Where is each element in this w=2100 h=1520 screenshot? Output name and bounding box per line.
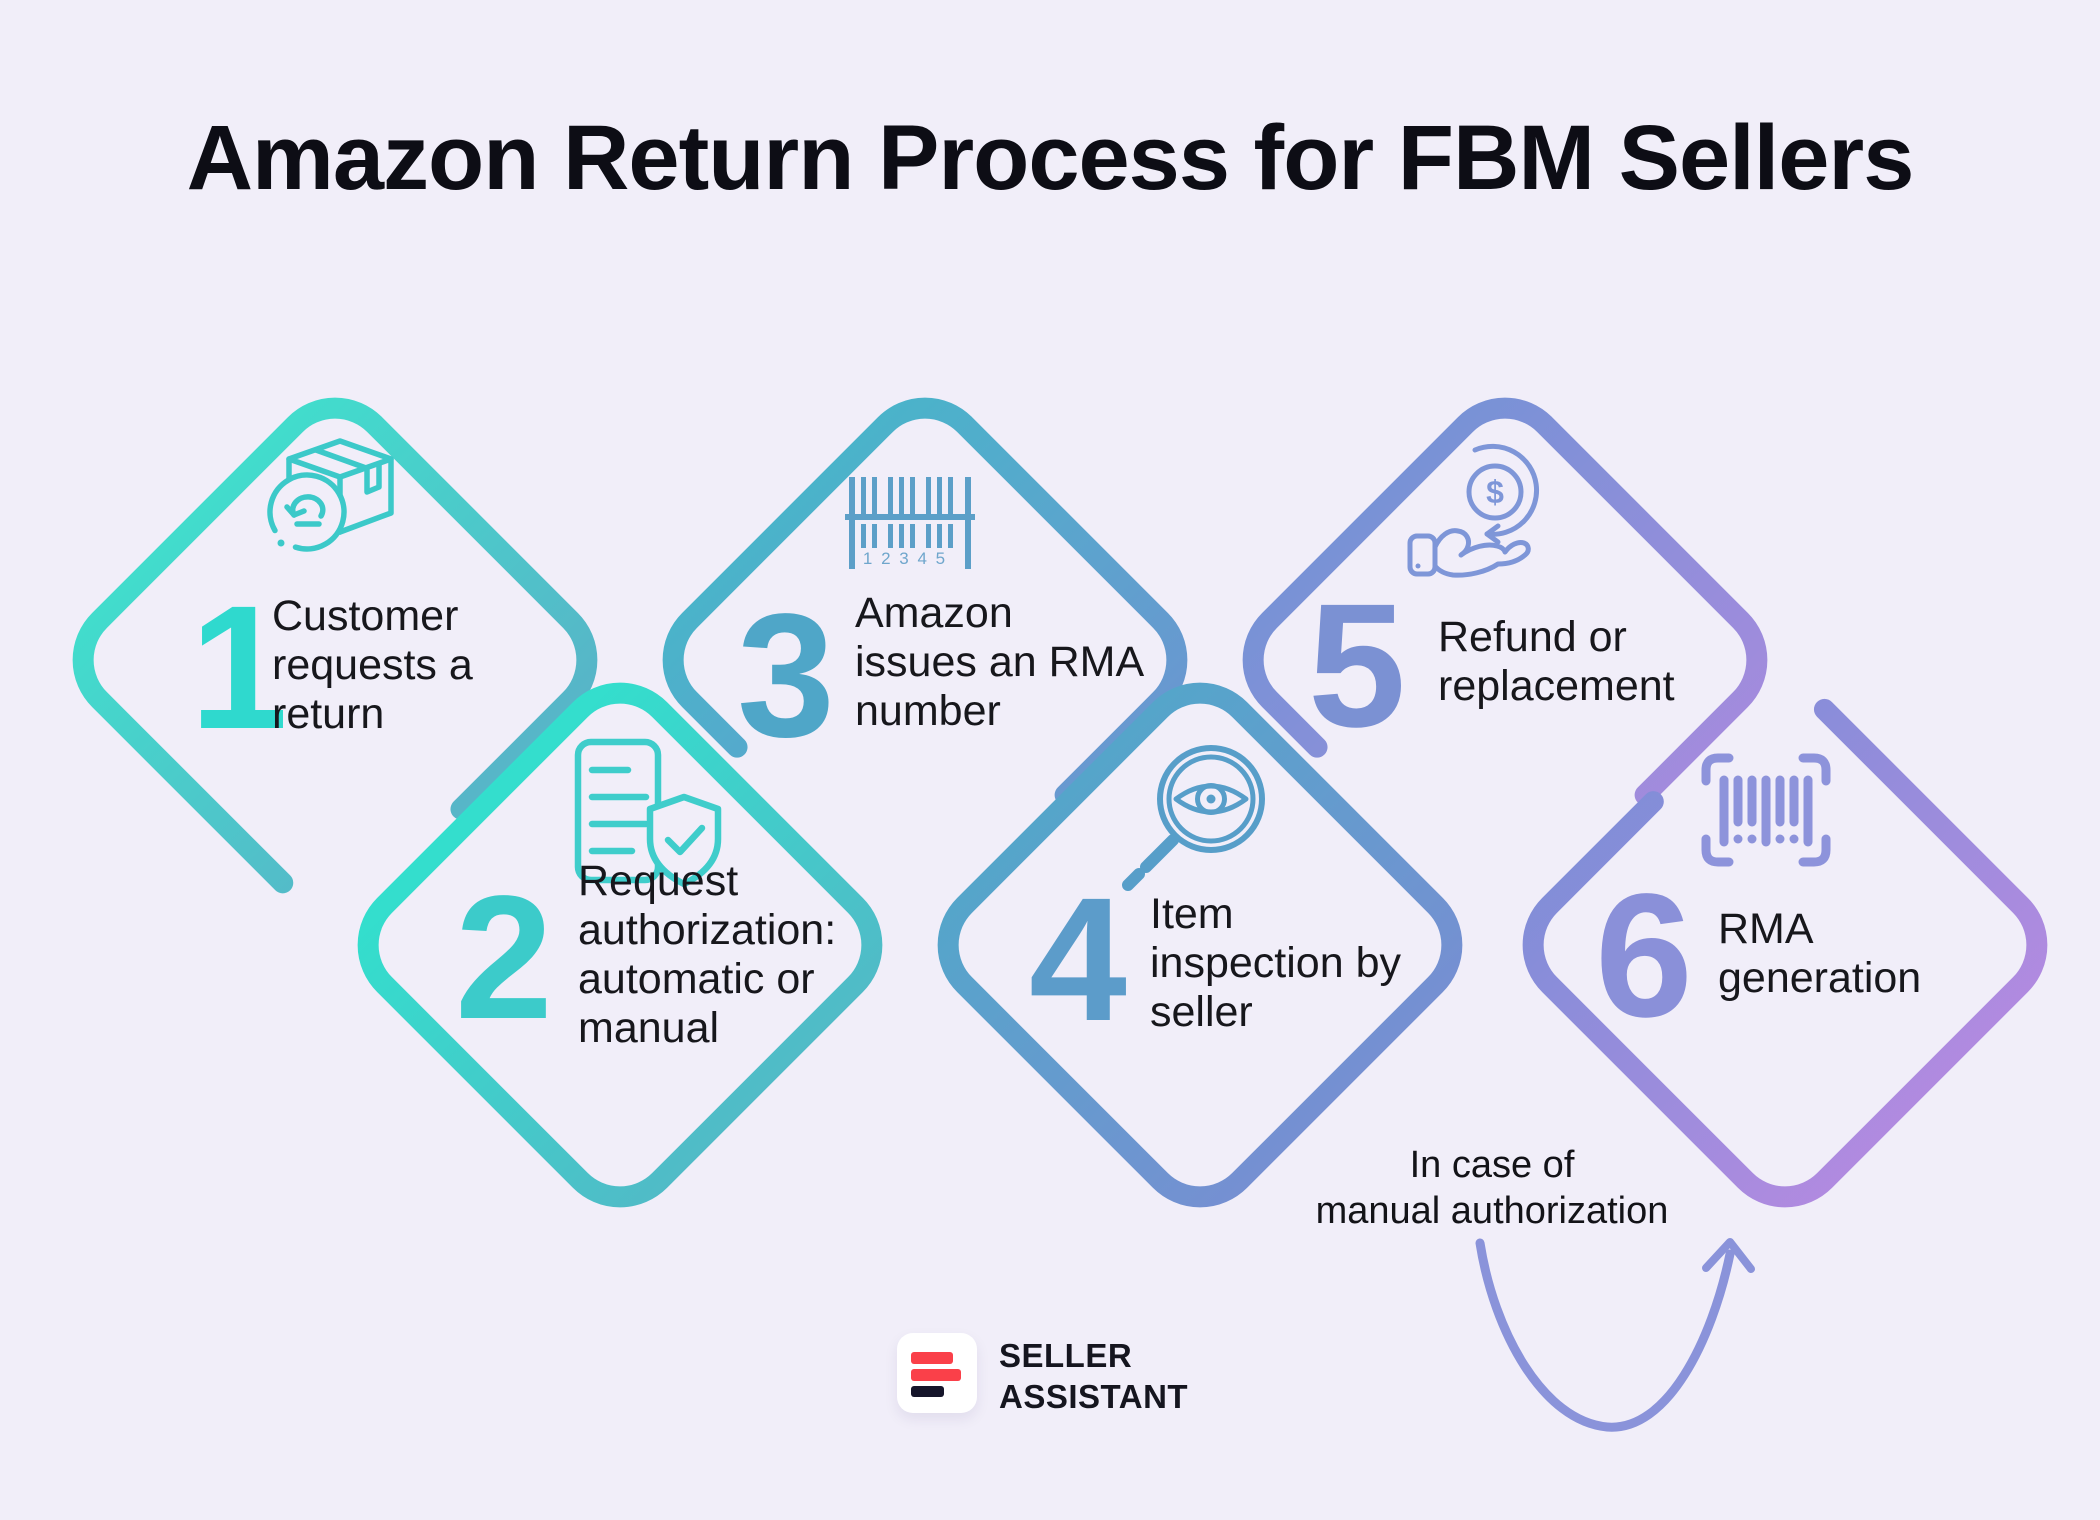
refund-hand-coin-icon: $	[1407, 443, 1540, 578]
seller-assistant-logo: SELLER ASSISTANT	[897, 1333, 1188, 1417]
diamond-step-5	[1242, 397, 1768, 923]
page-title: Amazon Return Process for FBM Sellers	[186, 107, 1915, 209]
coin-dollar-symbol: $	[1486, 474, 1504, 510]
step-4-label: Item inspection by seller	[1150, 890, 1401, 1036]
step-3-number: 3	[737, 578, 835, 774]
step-5-label: Refund or replacement	[1438, 613, 1675, 710]
step-5-number: 5	[1308, 568, 1406, 764]
step-6-label: RMA generation	[1718, 905, 1922, 1002]
logo-bar-bottom	[911, 1386, 944, 1397]
manual-authorization-arrow	[1475, 1238, 1755, 1432]
magnifier-eye-icon	[1122, 745, 1265, 891]
step-1-label: Customer requests a return	[272, 592, 473, 738]
diamond-step-4	[937, 682, 1463, 1208]
manual-authorization-note: In case of manual authorization	[1315, 1144, 1669, 1232]
step-2-label: Request authorization: automatic or manu…	[578, 857, 837, 1052]
logo-bar-top	[911, 1352, 953, 1364]
scan-barcode-icon	[1701, 753, 1831, 867]
diamond-step-2	[357, 682, 883, 1208]
step-1-number: 1	[190, 570, 288, 766]
logo-wordmark: SELLER ASSISTANT	[999, 1337, 1189, 1415]
barcode-icon: 1 2 3 4 5	[845, 477, 975, 569]
step-6-number: 6	[1595, 858, 1693, 1054]
barcode-digits: 1 2 3 4 5	[863, 549, 947, 568]
document-shield-check-icon	[574, 738, 722, 888]
return-box-icon	[267, 438, 394, 552]
logo-mark	[897, 1333, 977, 1413]
diamond-step-6	[1522, 682, 2048, 1208]
step-3-label: Amazon issues an RMA number	[855, 589, 1145, 735]
step-4-number: 4	[1029, 862, 1127, 1058]
logo-bar-middle	[911, 1369, 961, 1381]
step-2-number: 2	[455, 860, 553, 1056]
diamond-step-1	[72, 397, 598, 923]
